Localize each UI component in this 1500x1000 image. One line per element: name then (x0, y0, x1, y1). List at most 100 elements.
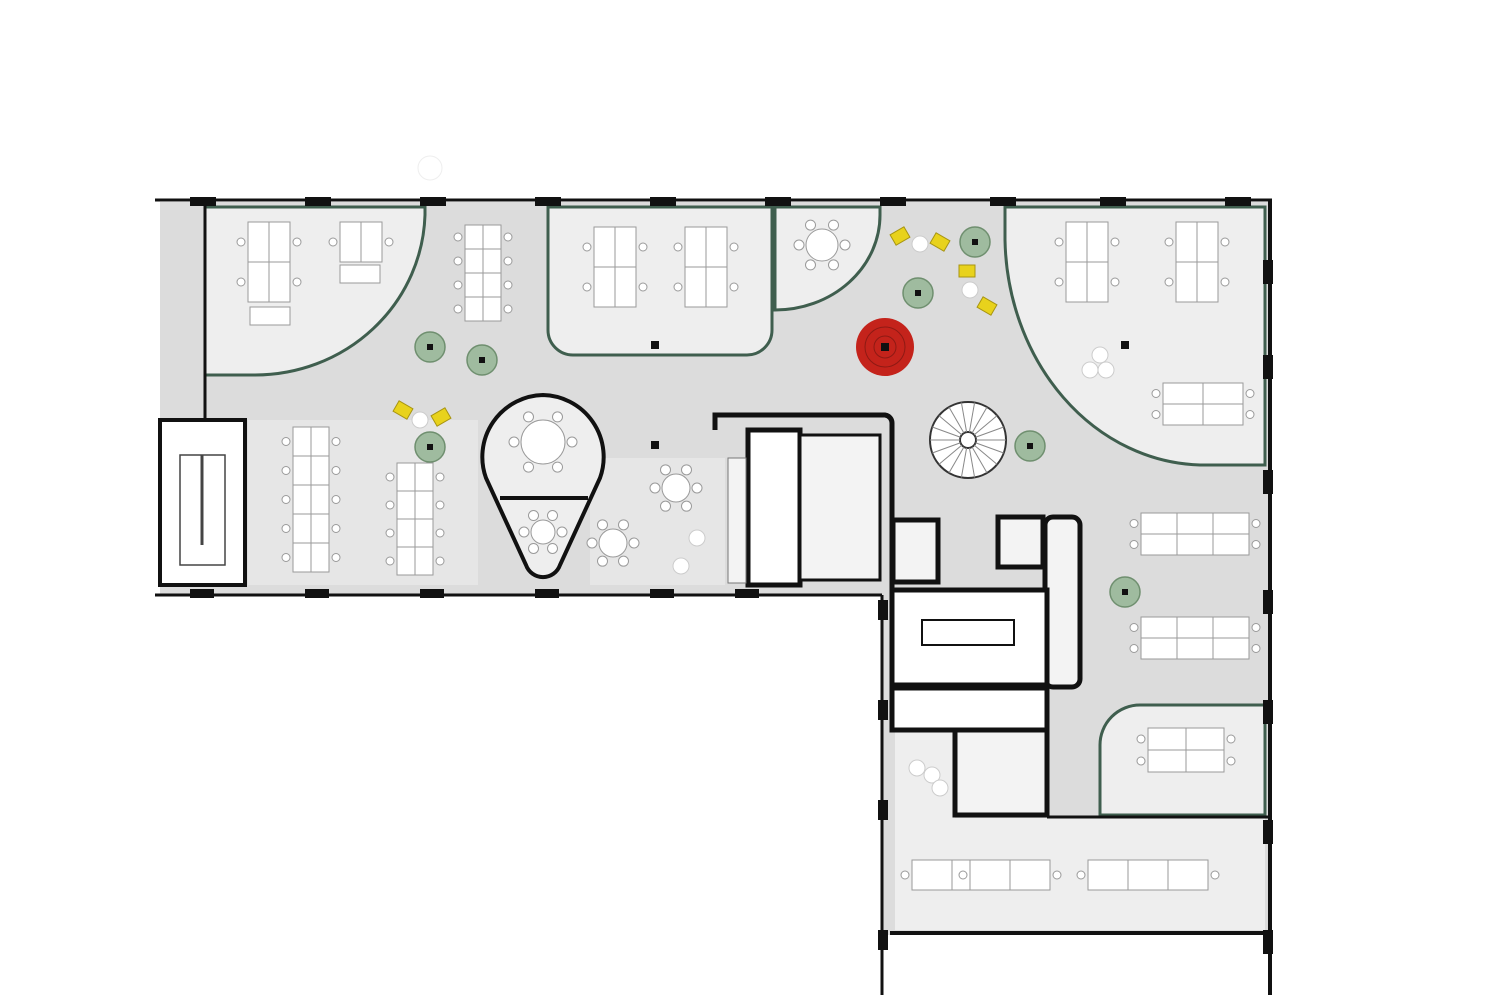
round-table (805, 228, 839, 262)
desk (1176, 637, 1214, 660)
chair (453, 280, 463, 290)
stair-tread (948, 406, 965, 434)
chair (547, 542, 558, 554)
chair (681, 464, 692, 476)
chair (1076, 870, 1086, 880)
desk (249, 306, 291, 326)
stair-tread (968, 447, 976, 478)
desk (396, 518, 416, 548)
desk (1065, 221, 1088, 263)
planter-post (427, 444, 433, 450)
desk (414, 462, 434, 492)
chair (900, 870, 910, 880)
desk (482, 272, 502, 298)
column (420, 197, 446, 206)
planter-post (1122, 589, 1128, 595)
chair (566, 436, 578, 448)
shaft-south (889, 685, 1050, 733)
desk (292, 542, 312, 573)
chair (660, 500, 671, 512)
spiral-staircase[interactable] (929, 401, 1007, 479)
desk (593, 226, 616, 268)
chair (331, 553, 341, 562)
chair (793, 239, 805, 251)
chair (385, 556, 395, 566)
desk (1140, 637, 1178, 660)
desk (1202, 382, 1244, 405)
planter-post (479, 357, 485, 363)
desk (614, 226, 637, 268)
restrooms[interactable] (798, 433, 882, 582)
plants (414, 226, 1141, 608)
chair (1110, 277, 1120, 287)
desk (292, 484, 312, 515)
column (765, 197, 791, 206)
desk (614, 266, 637, 308)
chair (597, 555, 608, 567)
desk (292, 513, 312, 544)
desks (236, 221, 1261, 891)
desk (1196, 221, 1219, 263)
chair (628, 537, 640, 549)
elevator-east[interactable] (995, 514, 1046, 570)
column (1263, 700, 1273, 724)
stair-tread (938, 444, 963, 465)
side-table (672, 557, 690, 575)
chair (281, 553, 291, 562)
chair (1245, 389, 1255, 398)
chair (385, 528, 395, 538)
chair (236, 237, 246, 247)
chair (681, 500, 692, 512)
chair (660, 464, 671, 476)
planter-post (972, 239, 978, 245)
column (651, 441, 659, 449)
chair (828, 259, 839, 271)
desk (1162, 382, 1204, 405)
stair-tread (960, 447, 968, 478)
desk (1212, 533, 1250, 556)
exterior-walls (155, 198, 1272, 995)
column (1263, 820, 1273, 844)
chair (523, 461, 534, 473)
desk (1176, 512, 1214, 535)
chair (552, 461, 563, 473)
stair-tread (973, 415, 998, 436)
chair (1245, 410, 1255, 419)
storage-room[interactable] (952, 727, 1050, 818)
yellow-chair (889, 226, 911, 246)
stair-west[interactable] (158, 418, 247, 587)
desk (1175, 221, 1198, 263)
desk (464, 248, 484, 274)
column (305, 589, 329, 598)
chair (1164, 277, 1174, 287)
desk (1185, 749, 1225, 773)
chair (729, 242, 739, 252)
chair (453, 232, 463, 242)
desk (969, 859, 1011, 891)
chair (1129, 519, 1139, 528)
desk (310, 426, 330, 457)
chair (805, 259, 816, 271)
chair (281, 466, 291, 475)
chair (503, 232, 513, 242)
yellow-chair (976, 296, 998, 316)
chair (435, 472, 445, 482)
chair (1164, 237, 1174, 247)
chair (328, 237, 338, 247)
desk (292, 455, 312, 486)
desk (310, 484, 330, 515)
desk (1147, 749, 1187, 773)
stair-tread (948, 446, 965, 474)
elevator-west[interactable] (890, 517, 941, 585)
chair (1251, 644, 1261, 653)
desk (292, 426, 312, 457)
desk (1185, 727, 1225, 751)
desk (414, 546, 434, 576)
chair (292, 237, 302, 247)
chair (618, 519, 629, 531)
yellow-chair (958, 264, 976, 278)
chair (508, 436, 520, 448)
office-room-north[interactable] (546, 205, 774, 357)
stair-tread (932, 426, 961, 438)
